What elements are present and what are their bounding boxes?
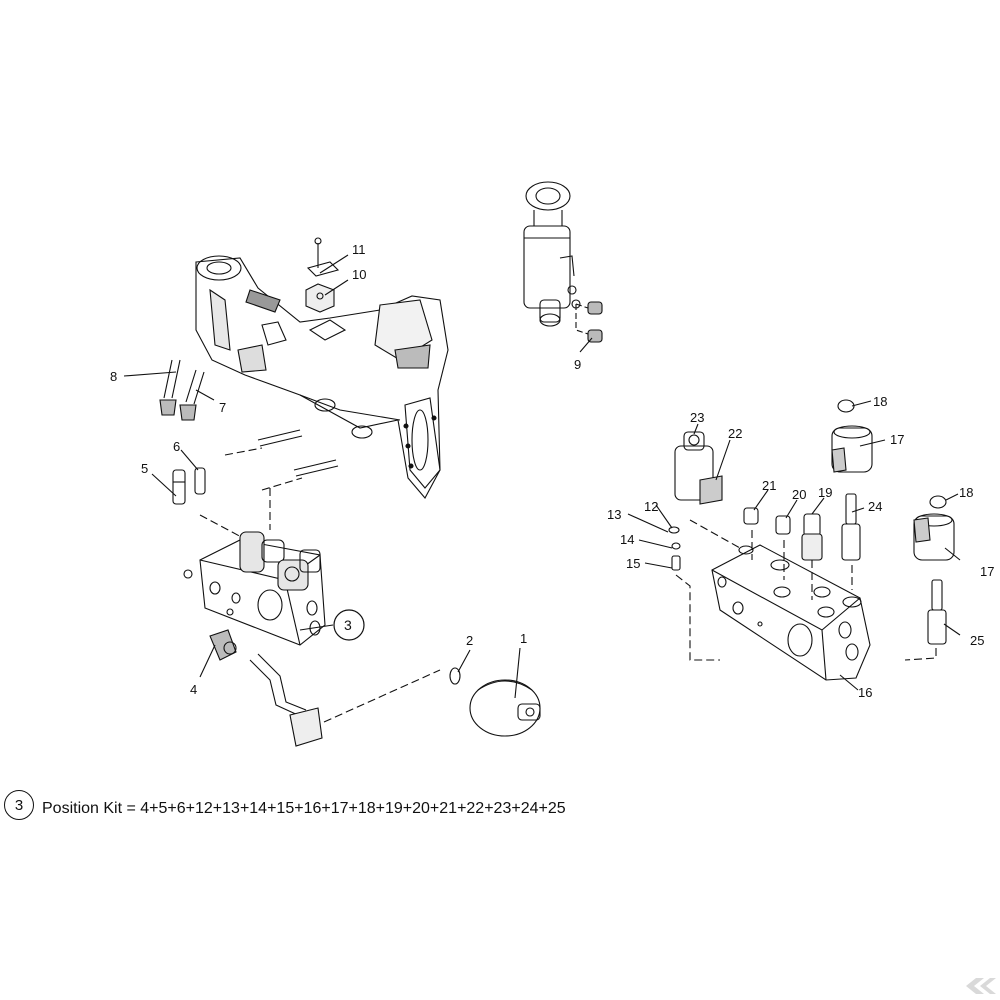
valve-block-right (711, 544, 871, 681)
callout-17-upper: 17 (890, 432, 905, 447)
accumulator-1 (469, 679, 541, 737)
hose-7 (179, 369, 205, 421)
solenoid-17-upper (831, 425, 873, 473)
plug-20 (775, 515, 791, 535)
callout-23: 23 (690, 410, 705, 425)
callout-18-upper: 18 (873, 394, 888, 409)
valve-block-left (183, 531, 326, 646)
studs (257, 429, 339, 477)
bolt-11 (306, 237, 340, 277)
leader-lines (123, 254, 961, 699)
callout-14: 14 (620, 532, 635, 547)
valve-25 (927, 579, 947, 645)
callout-22: 22 (728, 426, 743, 441)
fitting-6 (194, 467, 206, 495)
plug-21 (743, 507, 759, 525)
hose-8 (159, 359, 181, 416)
valve-24 (841, 493, 861, 561)
kit-marker-circle (333, 609, 365, 641)
axle-housing (195, 255, 449, 499)
callout-13: 13 (607, 507, 622, 522)
callout-25: 25 (970, 633, 985, 648)
callout-16: 16 (858, 685, 873, 700)
kit-legend-text: Position Kit = 4+5+6+12+13+14+15+16+17+1… (42, 800, 566, 817)
callout-6: 6 (173, 439, 181, 454)
callout-17-lower: 17 (980, 564, 995, 579)
callout-15: 15 (626, 556, 641, 571)
solenoid-17-lower (913, 513, 955, 561)
callout-7: 7 (219, 400, 227, 415)
elbow-fitting-4 (209, 629, 237, 661)
callout-1: 1 (520, 631, 528, 646)
clamp-10 (305, 283, 335, 313)
callout-18-lower: 18 (959, 485, 974, 500)
watermark-logo (966, 978, 996, 994)
fitting-5 (172, 469, 186, 505)
callout-24: 24 (868, 499, 883, 514)
kit-legend-number: 3 (14, 796, 24, 814)
callout-3: 3 (344, 617, 352, 633)
o-ring-2 (449, 667, 461, 685)
callout-11: 11 (352, 242, 366, 257)
pipe (249, 653, 323, 747)
callout-12: 12 (644, 499, 659, 514)
callout-21: 21 (762, 478, 777, 493)
small-parts-12-15 (668, 526, 681, 571)
callout-8: 8 (110, 369, 118, 384)
callout-2: 2 (466, 633, 474, 648)
callout-5: 5 (141, 461, 149, 476)
callout-20: 20 (792, 487, 807, 502)
nut-18-upper (837, 399, 855, 413)
hydraulic-cylinder (523, 181, 603, 343)
cartridge-19 (801, 513, 823, 561)
solenoid-23 (674, 431, 723, 505)
kit-legend-circle: 3 (4, 790, 34, 820)
callout-4: 4 (190, 682, 198, 697)
callout-19: 19 (818, 485, 833, 500)
callout-9: 9 (574, 357, 582, 372)
nut-18-lower (929, 495, 947, 509)
callout-10: 10 (352, 267, 367, 282)
